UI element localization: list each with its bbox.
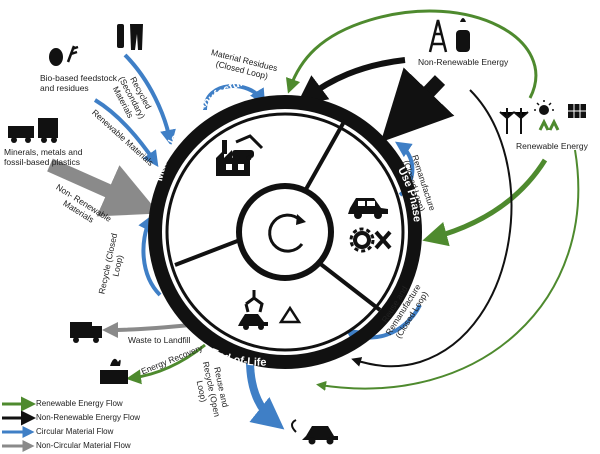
robot-arm-car-icon — [232, 134, 264, 161]
energy-recovery-flow — [126, 343, 206, 385]
hub-ring — [236, 183, 334, 281]
scrap-car-icon — [238, 314, 268, 330]
car-icon — [348, 198, 388, 219]
incinerator-icon — [100, 358, 128, 384]
renewable-energy-flow-use — [422, 158, 548, 247]
legend-label: Non-Circular Material Flow — [36, 441, 131, 450]
main-wheel-ring — [148, 95, 422, 369]
spoke-top-right — [303, 119, 347, 192]
material-residues-loop — [203, 84, 266, 111]
non-renewable-energy-label: Non-Renewable Energy — [418, 57, 509, 67]
waste-to-landfill-flow — [102, 321, 191, 338]
garbage-truck-icon — [70, 322, 102, 343]
spoke-left — [174, 238, 241, 267]
non-renewable-materials-flow — [47, 158, 160, 217]
bio-feedstock-label: Bio-based feedstock and residues — [40, 73, 118, 93]
recycle-icon — [278, 305, 302, 324]
legend-label: Renewable Energy Flow — [36, 399, 123, 408]
recycled-materials-flow — [123, 53, 176, 146]
recycled-car-icon — [291, 419, 338, 445]
renewable-materials-flow — [93, 98, 159, 167]
renewable-sources-icon — [499, 100, 586, 134]
oil-rig-gas-icon — [428, 18, 470, 53]
non-renewable-energy-flow-use — [380, 67, 455, 143]
factory-icon — [216, 140, 250, 176]
legend-label: Circular Material Flow — [36, 427, 114, 436]
reuse-recycle-open-flow — [246, 359, 285, 430]
legend-label: Non-Renewable Energy Flow — [36, 413, 141, 422]
crane-claw-icon — [244, 290, 264, 313]
recycle-loop — [138, 214, 162, 297]
non-renewable-energy-flow-top — [296, 57, 406, 106]
spoke-bottom-right — [316, 260, 382, 312]
hub-cycle-arrowhead — [296, 214, 306, 225]
bottle-clothing-icon — [117, 24, 143, 50]
waste-to-landfill-label: Waste to Landfill — [128, 335, 191, 345]
non-renewable-energy-flow-bottom — [351, 89, 513, 368]
renewable-energy-flow-top — [285, 9, 538, 99]
renewable-energy-flow-bottom — [316, 149, 580, 391]
hub-cycle-icon — [268, 213, 304, 253]
minerals-label: Minerals, metals and fossil-based plasti… — [4, 147, 83, 167]
gear-wrench-icon — [349, 227, 392, 253]
renewable-energy-label: Renewable Energy — [516, 141, 588, 151]
mining-train-icon — [8, 118, 58, 143]
bio-feedstock-icon — [49, 45, 79, 66]
